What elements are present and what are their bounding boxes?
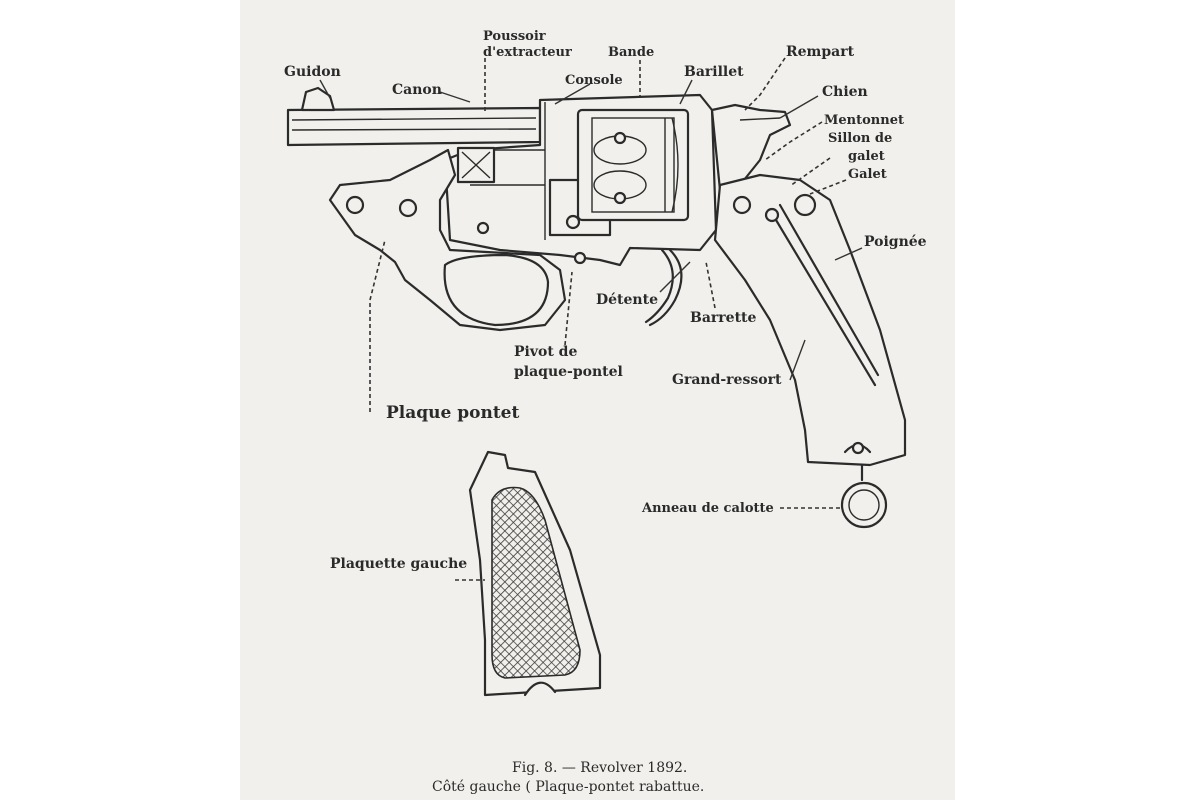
grip-part (713, 173, 907, 467)
label-poussoir-line2: d'extracteur (483, 45, 572, 60)
label-guidon: Guidon (284, 64, 341, 80)
label-mentonnet: Mentonnet (824, 113, 904, 128)
revolver-illustration (286, 86, 907, 697)
label-poussoir-line1: Poussoir (483, 29, 546, 44)
label-bande: Bande (608, 45, 654, 60)
label-plaque-pontet: Plaque pontet (386, 403, 519, 423)
label-plaquette: Plaquette gauche (330, 556, 467, 572)
figure-caption: Fig. 8. — Revolver 1892. Côté gauche ( P… (432, 760, 704, 795)
label-chien: Chien (822, 84, 868, 100)
label-pivot-line2: plaque-pontel (514, 364, 623, 380)
label-sillon-line1: Sillon de (828, 131, 892, 146)
label-barrette: Barrette (690, 310, 756, 326)
cylinder-part (576, 108, 690, 222)
caption-line2: Côté gauche ( Plaque-pontet rabattue. (432, 779, 704, 795)
trigger-part (644, 248, 683, 327)
label-detente: Détente (596, 292, 658, 308)
label-rempart: Rempart (786, 44, 855, 60)
label-anneau: Anneau de calotte (641, 501, 774, 516)
lanyard-ring-part (840, 463, 888, 529)
caption-line1: Fig. 8. — Revolver 1892. (512, 760, 687, 776)
label-canon: Canon (392, 82, 442, 98)
label-pivot-line1: Pivot de (514, 344, 577, 360)
side-plate-part (328, 148, 587, 332)
label-sillon-line2: galet (848, 149, 885, 164)
label-poignee: Poignée (864, 234, 927, 250)
label-console: Console (565, 73, 623, 88)
part-labels: Guidon Canon Poussoir d'extracteur Conso… (284, 29, 927, 572)
grip-panel-part (468, 450, 602, 697)
leader-lines (319, 57, 863, 581)
label-galet: Galet (848, 167, 887, 182)
label-barillet: Barillet (684, 64, 744, 80)
label-grand-ressort: Grand-ressort (672, 372, 782, 388)
